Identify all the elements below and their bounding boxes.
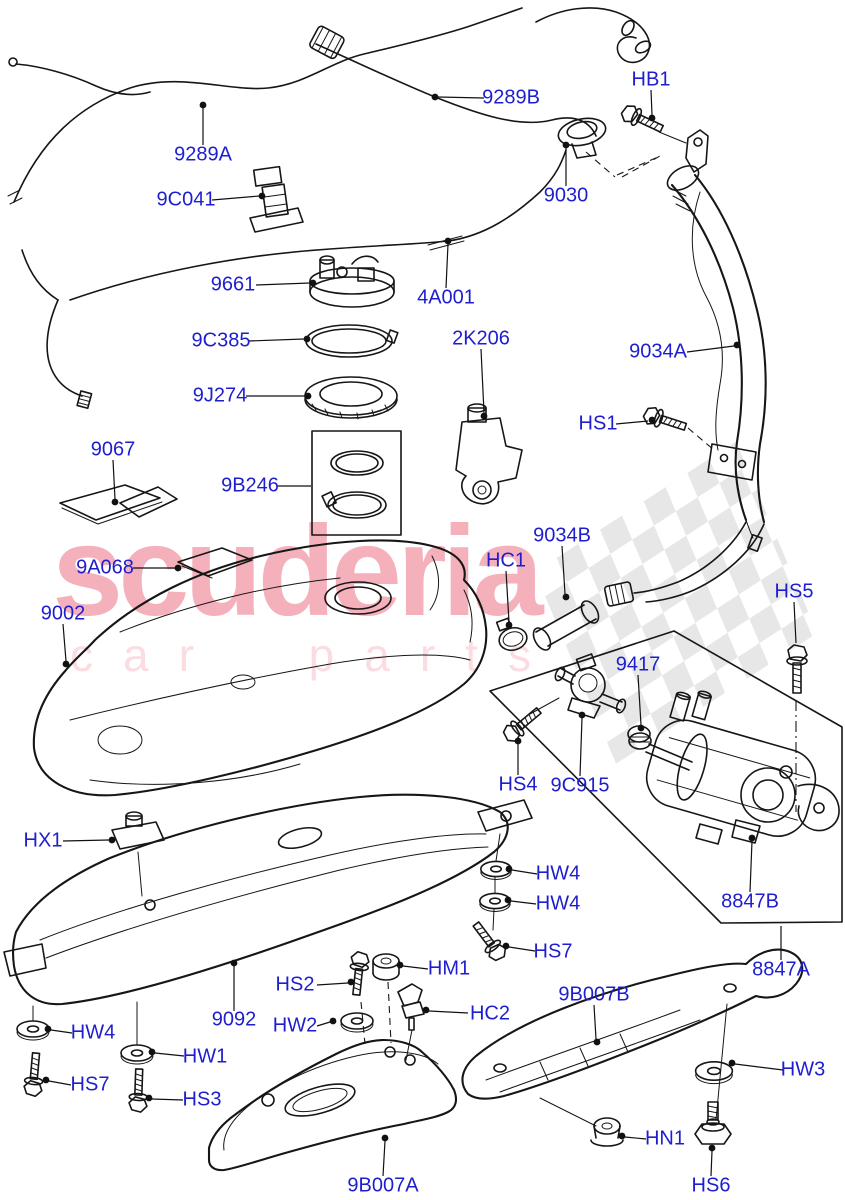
part-label-9034A: 9034A [629, 340, 687, 363]
pad-9067 [60, 485, 177, 524]
part-label-HX1: HX1 [23, 829, 63, 852]
part-label-9030: 9030 [543, 184, 589, 207]
bracket-9C041 [250, 166, 303, 232]
part-label-HN1: HN1 [644, 1127, 686, 1150]
clip-HC2 [398, 984, 424, 1030]
fuel-pump-sender-9661 [310, 256, 394, 307]
part-label-9034B: 9034B [533, 524, 591, 547]
part-label-9289A: 9289A [174, 143, 232, 166]
part-label-HW1: HW1 [182, 1045, 228, 1068]
fuel-line-4A001 [70, 150, 566, 300]
watermark-brand: scuderia [52, 500, 543, 643]
washer-HW1 [120, 1044, 154, 1065]
part-label-HW2: HW2 [272, 1014, 318, 1037]
part-label-HM1: HM1 [427, 957, 471, 980]
watermark-sub: car parts [70, 629, 561, 681]
part-label-HS7-left: HS7 [70, 1073, 110, 1096]
heat-shield-9B007B [462, 950, 802, 1099]
fuel-line-9289A [8, 8, 522, 408]
nut-HN1 [591, 1118, 623, 1146]
part-label-8847B: 8847B [721, 890, 779, 913]
clip-HX1 [112, 812, 164, 896]
washer-HW2 [340, 1012, 374, 1033]
part-label-HS1: HS1 [578, 412, 618, 435]
part-label-9J274: 9J274 [192, 384, 248, 407]
assembly-lines [33, 132, 796, 1126]
part-label-HW3: HW3 [780, 1058, 826, 1081]
kit-box-8847A [490, 631, 842, 923]
leader-lines [49, 90, 796, 1176]
part-label-9067: 9067 [90, 438, 136, 461]
part-label-9B007B: 9B007B [558, 983, 630, 1006]
bolt-HS5 [787, 645, 807, 693]
bolt-HS1 [640, 404, 689, 437]
part-label-8847A: 8847A [752, 958, 810, 981]
canister-8847B [640, 682, 839, 844]
bolt-HS7-left [22, 1051, 46, 1098]
part-label-HS6: HS6 [691, 1174, 731, 1197]
nut-HM1 [373, 954, 399, 980]
fuel-cap-9030 [556, 114, 608, 158]
part-label-HS7-right: HS7 [533, 940, 573, 963]
part-label-HC2: HC2 [469, 1002, 511, 1025]
part-label-HS4: HS4 [498, 773, 538, 796]
part-label-9C915: 9C915 [550, 774, 610, 797]
fuel-line-9289B [308, 25, 596, 136]
bolt-HS2 [346, 950, 371, 997]
part-label-2K206: 2K206 [452, 327, 510, 350]
part-label-HB1: HB1 [631, 68, 671, 91]
part-label-HW4-right-lower: HW4 [535, 892, 581, 915]
part-label-HW4-left: HW4 [70, 1021, 116, 1044]
part-label-HW4-right-upper: HW4 [535, 862, 581, 885]
part-label-HS2: HS2 [275, 973, 315, 996]
bolt-HS7-right [467, 917, 510, 965]
washer-HW3 [694, 1060, 734, 1085]
heat-shield-9B007A [209, 1040, 456, 1170]
part-label-HS5: HS5 [774, 580, 814, 603]
part-label-9B007A: 9B007A [347, 1174, 419, 1197]
vent-hose-top [536, 8, 652, 62]
locking-ring-9J274 [305, 377, 397, 419]
seal-kit-9B246 [312, 431, 401, 535]
part-label-9002: 9002 [40, 602, 86, 625]
callout-dots [42, 93, 756, 1152]
filler-pipe-9034A [604, 130, 765, 606]
part-label-HS3: HS3 [182, 1088, 222, 1111]
fuel-tank-9002 [34, 540, 486, 795]
pad-9A068 [178, 548, 252, 578]
bracket-canister-mount [478, 800, 532, 831]
part-label-9B246: 9B246 [221, 474, 279, 497]
washer-HW4-left [16, 1020, 50, 1041]
bolt-HS3 [127, 1067, 150, 1114]
part-label-9C041: 9C041 [156, 188, 216, 211]
part-label-4A001: 4A001 [417, 286, 475, 309]
hose-clamp-HC1 [497, 618, 530, 653]
part-label-9C385: 9C385 [191, 329, 251, 352]
part-label-9A068: 9A068 [76, 556, 134, 579]
part-label-HC1: HC1 [485, 549, 527, 572]
part-label-9417: 9417 [615, 653, 661, 676]
hose-9034B [530, 598, 602, 653]
part-label-9661: 9661 [210, 273, 256, 296]
heat-shield-9092 [4, 795, 508, 1004]
purge-valve-9C915 [553, 654, 627, 718]
clamp-ring-9C385 [306, 325, 398, 357]
bracket-2K206 [456, 404, 522, 504]
part-label-9092: 9092 [211, 1008, 257, 1031]
bolt-HB1 [618, 101, 667, 138]
part-label-9289B: 9289B [482, 86, 540, 109]
stud-nut-HS6 [695, 1102, 731, 1144]
